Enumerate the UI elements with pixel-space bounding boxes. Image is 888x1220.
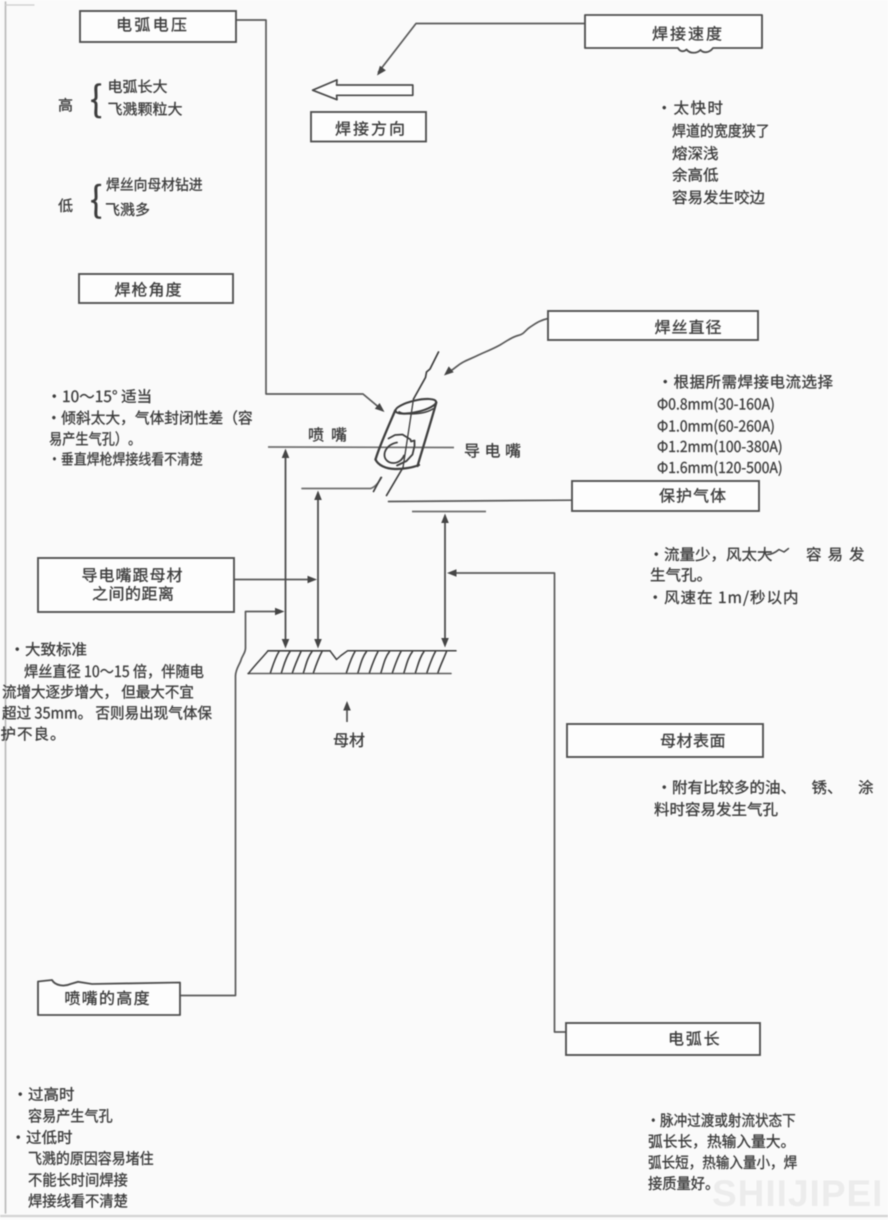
svg-text:SHIIJIPEI: SHIIJIPEI xyxy=(712,1173,883,1214)
